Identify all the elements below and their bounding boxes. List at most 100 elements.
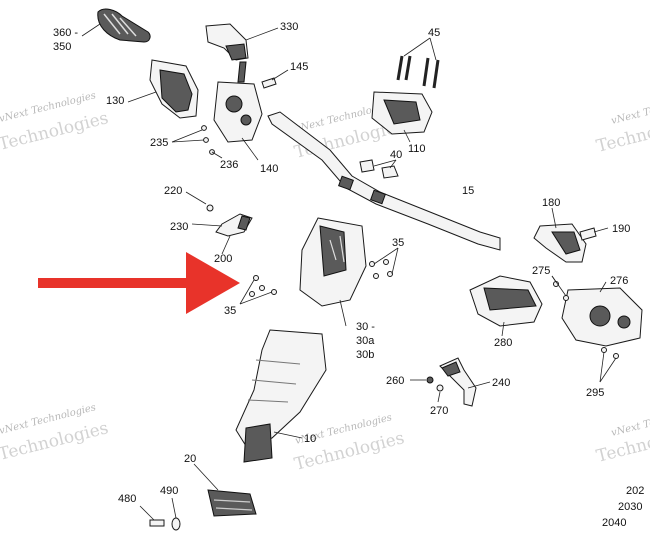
housing-part-276	[561, 287, 643, 347]
screw-part-295	[601, 347, 619, 359]
screw-part-260	[426, 376, 434, 384]
part-label: 45	[428, 27, 440, 39]
part-label: 260	[386, 375, 404, 387]
cover-part-330	[205, 23, 249, 61]
leader-line	[81, 23, 101, 37]
part-label: 180	[542, 197, 560, 209]
leader-line	[599, 357, 617, 383]
part-label: 295	[586, 387, 604, 399]
leader-line	[241, 137, 259, 161]
leader-line	[551, 207, 557, 229]
part-label: 360 -	[53, 27, 78, 39]
part-label: 276	[610, 275, 628, 287]
screw-part-35-left	[249, 275, 277, 297]
lever-part-240	[439, 357, 477, 407]
leader-line	[271, 69, 289, 81]
part-number-labels: 360 - 350 330 45 145 130 110 235 236 140…	[53, 21, 644, 529]
screw-part-35-right	[369, 259, 393, 279]
leader-line	[273, 431, 303, 439]
leader-line	[373, 247, 399, 265]
column-cover-part-30	[299, 217, 367, 307]
leader-line	[171, 129, 203, 143]
bracket-part-20	[207, 489, 257, 517]
screw-part-190	[579, 227, 597, 241]
leader-line	[391, 247, 399, 275]
part-label: 230	[170, 221, 188, 233]
part-label: 110	[408, 143, 426, 155]
leader-line	[551, 275, 567, 297]
part-label: 130	[106, 95, 124, 107]
screw-part-235	[201, 125, 215, 155]
part-label: 330	[280, 21, 298, 33]
leader-line	[429, 37, 437, 61]
part-label: 275	[532, 265, 550, 277]
housing-part-280	[469, 275, 543, 327]
part-label: 270	[430, 405, 448, 417]
leader-line	[239, 279, 255, 305]
part-label: 190	[612, 223, 630, 235]
part-label: 30a	[356, 335, 375, 347]
part-label: 220	[164, 185, 182, 197]
leader-line	[403, 129, 411, 143]
leader-line	[501, 321, 505, 337]
part-label: 10	[304, 433, 316, 445]
leader-line	[185, 191, 207, 205]
part-label: 35	[224, 305, 236, 317]
switch-housing-part-140	[213, 61, 263, 143]
screw-part-145	[261, 77, 277, 89]
part-label: 30 -	[356, 321, 375, 333]
part-label: 30b	[356, 349, 374, 361]
part-label: 236	[220, 159, 238, 171]
steering-column-part-10	[235, 329, 327, 463]
leader-line	[467, 381, 491, 389]
watermark-text: vNext Technologies	[610, 404, 650, 439]
part-label: 2030	[618, 501, 642, 513]
part-label: 20	[184, 453, 196, 465]
part-label: 15	[462, 185, 474, 197]
leader-line	[599, 281, 607, 293]
leader-line	[171, 497, 177, 519]
part-label: 490	[160, 485, 178, 497]
leader-line	[339, 299, 347, 327]
part-label: 40	[390, 149, 402, 161]
leader-line	[373, 159, 397, 167]
leader-line	[221, 235, 231, 255]
part-label: 202	[626, 485, 644, 497]
clamp-part-110	[371, 91, 433, 135]
leader-line	[193, 463, 219, 491]
part-label: 350	[53, 41, 71, 53]
part-label: 2040	[602, 517, 626, 529]
lever-part-200	[215, 213, 253, 237]
leader-line	[403, 37, 431, 57]
leader-line	[127, 91, 157, 103]
part-label: 235	[150, 137, 168, 149]
part-label: 140	[260, 163, 278, 175]
handlebar-part-15	[267, 111, 501, 251]
part-label: 480	[118, 493, 136, 505]
red-arrow-icon	[38, 252, 240, 314]
part-label: 35	[392, 237, 404, 249]
leader-line	[239, 291, 273, 305]
leader-line	[593, 227, 609, 233]
leader-line	[211, 151, 223, 159]
screw-part-480	[149, 519, 165, 527]
screw-part-220	[206, 204, 214, 212]
leader-line	[191, 223, 223, 227]
screw-part-275	[553, 281, 569, 301]
leader-line	[389, 159, 397, 169]
part-label: 280	[494, 337, 512, 349]
leader-line	[437, 391, 441, 403]
leader-line	[245, 27, 279, 41]
washer-part-270	[436, 384, 444, 392]
washer-part-490	[171, 517, 181, 531]
leader-line	[171, 139, 205, 143]
part-label: 240	[492, 377, 510, 389]
housing-part-130	[149, 59, 199, 119]
part-label: 145	[290, 61, 308, 73]
grip-part-360	[97, 8, 151, 43]
bolt-part-45	[396, 55, 440, 89]
cover-part-180	[533, 223, 587, 263]
watermark-text: vNext Technologies	[610, 92, 650, 127]
part-label: 200	[214, 253, 232, 265]
